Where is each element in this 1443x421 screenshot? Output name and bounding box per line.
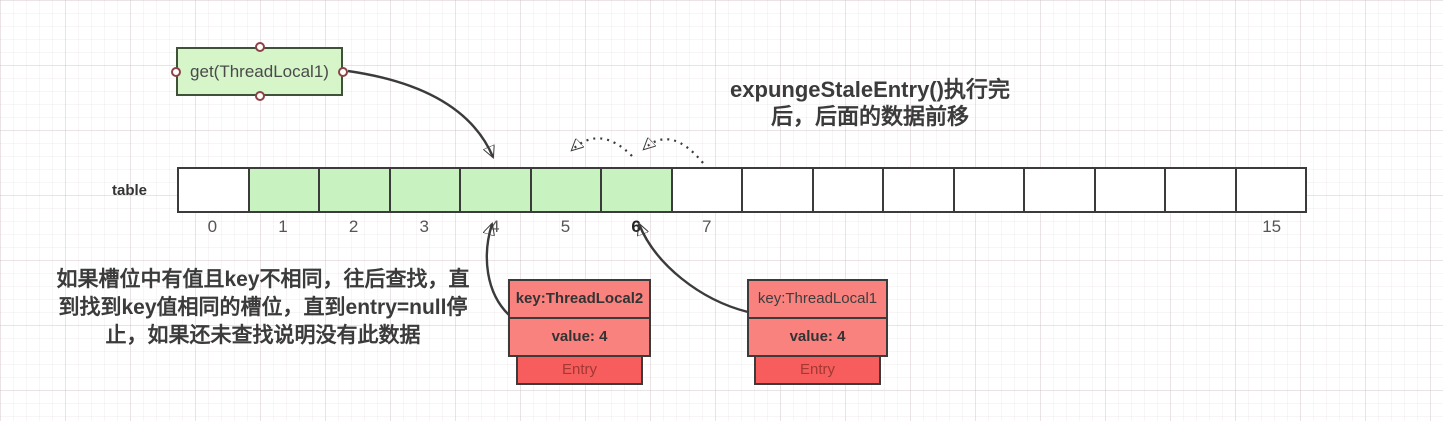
cell-index-10: [883, 217, 954, 237]
note-line-2: 到找到key值相同的槽位，直到entry=null停: [58, 296, 468, 319]
entry2-entry-tag[interactable]: Entry: [754, 355, 881, 385]
table-array: [177, 167, 1307, 213]
cell-index-11: [954, 217, 1025, 237]
entry-node-threadlocal1[interactable]: key:ThreadLocal1 value: 4 Entry: [747, 279, 888, 385]
table-cell-1[interactable]: [247, 167, 320, 213]
heading-text[interactable]: expungeStaleEntry()执行完 后，后面的数据前移: [695, 76, 1045, 130]
cell-index-4: 4: [490, 217, 500, 236]
note-text[interactable]: 如果槽位中有值且key不相同，往后查找，直 到找到key值相同的槽位，直到ent…: [33, 266, 493, 350]
cell-index-13: [1095, 217, 1166, 237]
table-cell-9[interactable]: [811, 167, 884, 213]
cell-index-7: 7: [701, 217, 712, 236]
selection-handle-right[interactable]: [338, 66, 348, 77]
cell-index-0: 0: [207, 217, 218, 236]
table-cell-13[interactable]: [1093, 167, 1166, 213]
table-cell-3[interactable]: [388, 167, 461, 213]
get-threadlocal1-node[interactable]: get(ThreadLocal1): [171, 42, 348, 101]
get-node-label: get(ThreadLocal1): [190, 62, 329, 81]
arrow-get-to-slot4[interactable]: [347, 69, 493, 157]
heading-line-1: expungeStaleEntry()执行完: [730, 77, 1010, 102]
cell-index-14: [1166, 217, 1237, 237]
table-cell-14[interactable]: [1164, 167, 1237, 213]
table-cell-4[interactable]: [459, 167, 532, 213]
table-cell-7[interactable]: [670, 167, 743, 213]
cell-index-5: 5: [560, 217, 571, 236]
entry1-value-row[interactable]: value: 4: [508, 317, 651, 357]
table-label: table: [112, 182, 148, 199]
table-cell-0[interactable]: [177, 167, 250, 213]
table-cell-12[interactable]: [1023, 167, 1096, 213]
selection-handle-left[interactable]: [171, 66, 181, 77]
cell-index-9: [813, 217, 884, 237]
shift-arrow-slot7-to-slot6[interactable]: [644, 139, 704, 164]
selection-handle-bottom[interactable]: [254, 91, 265, 101]
note-line-3: 止，如果还未查找说明没有此数据: [105, 324, 421, 347]
table-cell-8[interactable]: [741, 167, 814, 213]
table-cell-10[interactable]: [882, 167, 955, 213]
table-cell-15[interactable]: [1234, 167, 1307, 213]
cell-index-2: 2: [348, 217, 359, 236]
selection-handle-top[interactable]: [254, 42, 265, 52]
arrow-entry1box-to-slot6[interactable]: [639, 224, 749, 314]
entry1-entry-tag[interactable]: Entry: [516, 355, 643, 385]
shift-arrow-slot6-to-slot5[interactable]: [572, 137, 633, 157]
note-line-1: 如果槽位中有值且key不相同，往后查找，直: [56, 268, 470, 291]
table-index-labels: 0 1 2 3 4 5 6 7 15: [177, 217, 1307, 237]
cell-index-15: 15: [1262, 217, 1282, 236]
heading-line-2: 后，后面的数据前移: [770, 104, 969, 129]
entry-node-threadlocal2[interactable]: key:ThreadLocal2 value: 4 Entry: [508, 279, 651, 385]
entry2-value-row[interactable]: value: 4: [747, 317, 888, 357]
table-cell-6[interactable]: [600, 167, 673, 213]
cell-index-6: 6: [631, 217, 641, 236]
table-cell-11[interactable]: [952, 167, 1025, 213]
table-cell-5[interactable]: [529, 167, 602, 213]
entry2-key-row[interactable]: key:ThreadLocal1: [747, 279, 888, 319]
entry1-key-row[interactable]: key:ThreadLocal2: [508, 279, 651, 319]
table-cell-2[interactable]: [318, 167, 391, 213]
cell-index-1: 1: [278, 217, 288, 236]
cell-index-12: [1025, 217, 1096, 237]
cell-index-8: [742, 217, 813, 237]
cell-index-3: 3: [419, 217, 429, 236]
